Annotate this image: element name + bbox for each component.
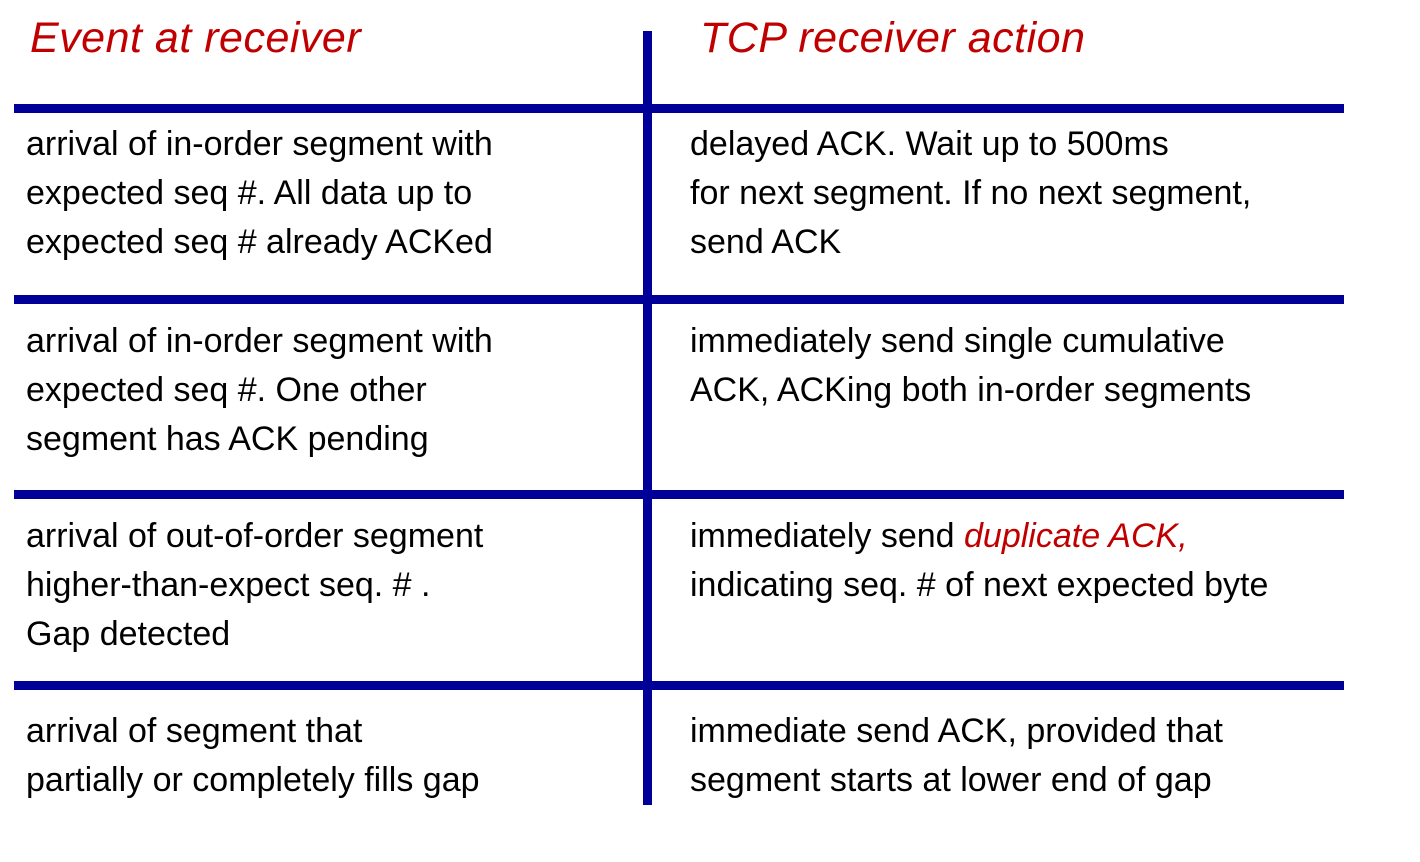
event-cell-in-order-all-acked: arrival of in-order segment with expecte… xyxy=(26,125,493,261)
row-divider-line xyxy=(14,490,1344,499)
column-header-tcp-receiver-action: TCP receiver action xyxy=(700,14,1086,62)
event-cell-segment-fills-gap: arrival of segment that partially or com… xyxy=(26,712,480,799)
action-text-prefix: immediately send xyxy=(690,517,965,555)
row-divider-line xyxy=(14,295,1344,304)
event-cell-out-of-order-gap: arrival of out-of-order segment higher-t… xyxy=(26,517,484,653)
action-cell-delayed-ack: delayed ACK. Wait up to 500ms for next s… xyxy=(690,125,1252,261)
action-text-suffix: indicating seq. # of next expected byte xyxy=(690,566,1269,604)
action-cell-duplicate-ack: immediately send duplicate ACK, indicati… xyxy=(690,512,1416,610)
column-header-event-at-receiver: Event at receiver xyxy=(30,14,362,62)
column-divider-line xyxy=(643,31,652,805)
action-cell-cumulative-ack: immediately send single cumulative ACK, … xyxy=(690,322,1252,409)
duplicate-ack-highlight: duplicate ACK, xyxy=(964,517,1188,555)
action-cell-immediate-ack: immediate send ACK, provided that segmen… xyxy=(690,712,1223,799)
row-divider-line xyxy=(14,681,1344,690)
header-divider-line xyxy=(14,104,1344,113)
event-cell-in-order-ack-pending: arrival of in-order segment with expecte… xyxy=(26,322,493,458)
